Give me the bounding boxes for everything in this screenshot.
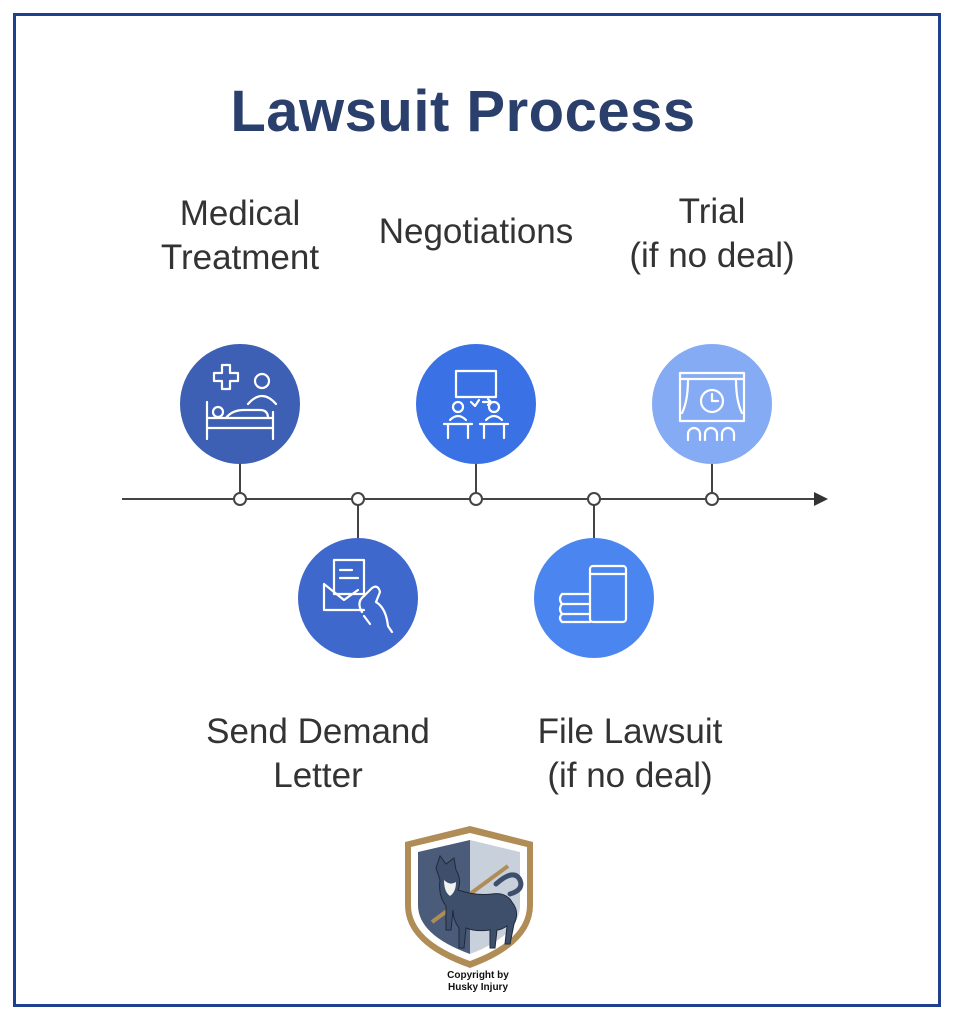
- copyright-caption: Copyright by Husky Injury: [447, 970, 509, 993]
- step-circle: [180, 344, 300, 464]
- negotiation-table-icon: [416, 344, 536, 464]
- courtroom-clock-icon: [652, 344, 772, 464]
- step-label-negotiations: Negotiations: [378, 212, 574, 251]
- document-stack-icon: [534, 538, 654, 658]
- husky-shield-icon: [405, 826, 533, 968]
- timeline-node: [587, 492, 601, 506]
- timeline-node: [351, 492, 365, 506]
- envelope-hand-icon: [298, 538, 418, 658]
- timeline-node: [705, 492, 719, 506]
- timeline-node: [469, 492, 483, 506]
- step-label-trial: Trial (if no deal): [629, 192, 795, 275]
- timeline-node: [233, 492, 247, 506]
- timeline-arrowhead: [814, 492, 828, 506]
- step-circle: [534, 538, 654, 658]
- step-circle: [298, 538, 418, 658]
- medical-bed-icon: [180, 344, 300, 464]
- step-label-file-lawsuit: File Lawsuit (if no deal): [537, 712, 723, 795]
- step-label-medical-treatment: Medical Treatment: [160, 194, 320, 277]
- step-circle: [652, 344, 772, 464]
- step-label-send-demand-letter: Send Demand Letter: [206, 712, 430, 795]
- page-title: Lawsuit Process: [230, 79, 696, 144]
